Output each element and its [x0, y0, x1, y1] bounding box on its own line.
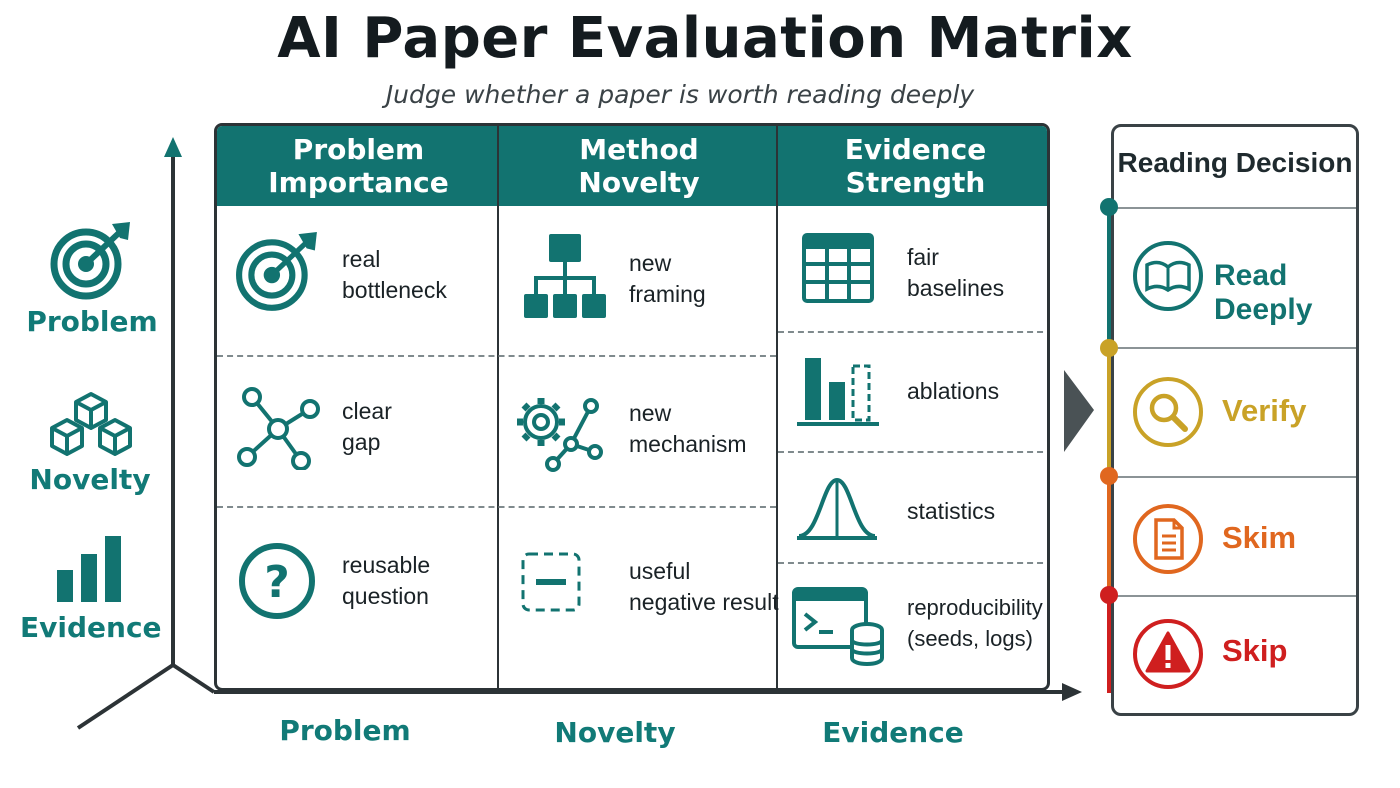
page-subtitle: Judge whether a paper is worth reading d… — [385, 80, 975, 109]
decision-timeline — [1100, 198, 1118, 693]
book-icon — [1133, 241, 1203, 311]
row-divider — [778, 562, 1047, 564]
row-divider — [778, 451, 1047, 453]
target-icon — [50, 222, 130, 300]
left-axis-label-evidence: Evidence — [20, 611, 162, 644]
page-title: AI Paper Evaluation Matrix — [277, 6, 1133, 71]
decision-divider — [1114, 595, 1356, 597]
decision-skip: Skip — [1222, 633, 1288, 668]
decision-verify: Verify — [1222, 393, 1307, 428]
document-icon — [1133, 504, 1203, 574]
timeline-dot-skip — [1100, 586, 1118, 604]
decision-divider — [1114, 476, 1356, 478]
row-divider — [778, 331, 1047, 333]
target-icon — [236, 232, 317, 311]
cell-fair-baselines: fair baselines — [907, 244, 1005, 301]
timeline-dot-read-deeply — [1100, 198, 1118, 216]
gear-network-icon — [517, 398, 603, 472]
bottom-axis-label-novelty: Novelty — [554, 716, 676, 749]
cell-reusable-question: reusable question — [342, 552, 431, 609]
left-axis-label-novelty: Novelty — [29, 463, 151, 496]
bell-curve-icon — [797, 477, 877, 540]
magnifier-icon — [1133, 377, 1203, 447]
question-icon: ? — [239, 543, 315, 619]
row-divider — [217, 355, 776, 357]
reading-decision-panel: Reading Decision Read Deeply Verify Skim… — [1111, 124, 1359, 716]
bottom-axis-label-evidence: Evidence — [822, 716, 964, 749]
terminal-database-icon — [792, 587, 884, 666]
cubes-icon — [50, 392, 132, 456]
ablation-bars-icon — [797, 358, 879, 426]
svg-text:?: ? — [264, 557, 290, 608]
decision-skim: Skim — [1222, 520, 1297, 555]
hierarchy-icon — [524, 234, 606, 318]
bar-chart-icon — [57, 536, 121, 602]
timeline-dot-skim — [1100, 467, 1118, 485]
cell-new-framing: new framing — [629, 250, 706, 307]
cell-real-bottleneck: real bottleneck — [342, 246, 447, 303]
cell-reproducibility: reproducibility (seeds, logs) — [907, 595, 1043, 651]
column-divider — [497, 126, 499, 688]
decision-read-deeply: Read Deeply — [1214, 259, 1313, 326]
cell-new-mechanism: new mechanism — [629, 400, 747, 457]
cell-statistics: statistics — [907, 498, 996, 524]
decision-divider — [1114, 347, 1356, 349]
cell-ablations: ablations — [907, 378, 1000, 404]
decision-divider — [1114, 207, 1356, 209]
dashed-minus-icon — [521, 552, 581, 612]
left-axis-label-problem: Problem — [26, 305, 158, 338]
timeline-dot-verify — [1100, 339, 1118, 357]
network-icon — [237, 387, 320, 470]
table-icon — [802, 233, 874, 303]
cell-useful-negative-result: useful negative result — [629, 558, 779, 615]
warning-icon — [1133, 619, 1203, 689]
row-divider — [217, 506, 776, 508]
cell-clear-gap: clear gap — [342, 398, 392, 455]
column-divider — [776, 126, 778, 688]
bottom-axis-label-problem: Problem — [279, 714, 411, 747]
decision-title: Reading Decision — [1117, 147, 1353, 178]
